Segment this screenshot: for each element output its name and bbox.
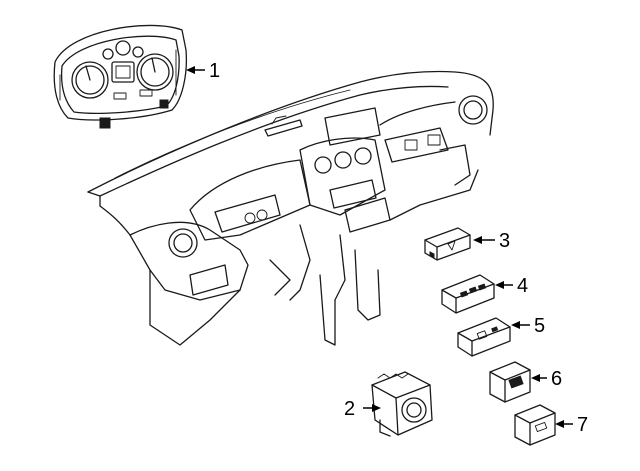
callout-label-4: 4 [517,275,528,297]
callout-label-5: 5 [534,315,545,337]
rocker-switch-icon-7 [514,404,556,446]
dashboard-icon [87,70,494,346]
callout-2: 2 [344,398,381,420]
callout-1: 1 [186,60,220,82]
rocker-switch-icon-5 [457,317,511,357]
rocker-switch-icon-6 [489,361,531,403]
callout-label-7: 7 [577,414,588,436]
headlamp-switch-icon [371,371,433,437]
callout-3: 3 [473,230,510,252]
callout-label-2: 2 [344,398,355,420]
instrument-cluster-icon [53,24,188,129]
callout-5: 5 [511,315,545,337]
hazard-switch-icon [424,227,471,261]
callout-label-3: 3 [499,230,510,252]
rocker-switch-icon-4 [441,274,495,314]
callout-7: 7 [555,414,588,436]
callout-label-6: 6 [551,368,562,390]
callout-label-1: 1 [209,60,220,82]
callout-4: 4 [495,275,528,297]
callout-6: 6 [531,368,562,390]
